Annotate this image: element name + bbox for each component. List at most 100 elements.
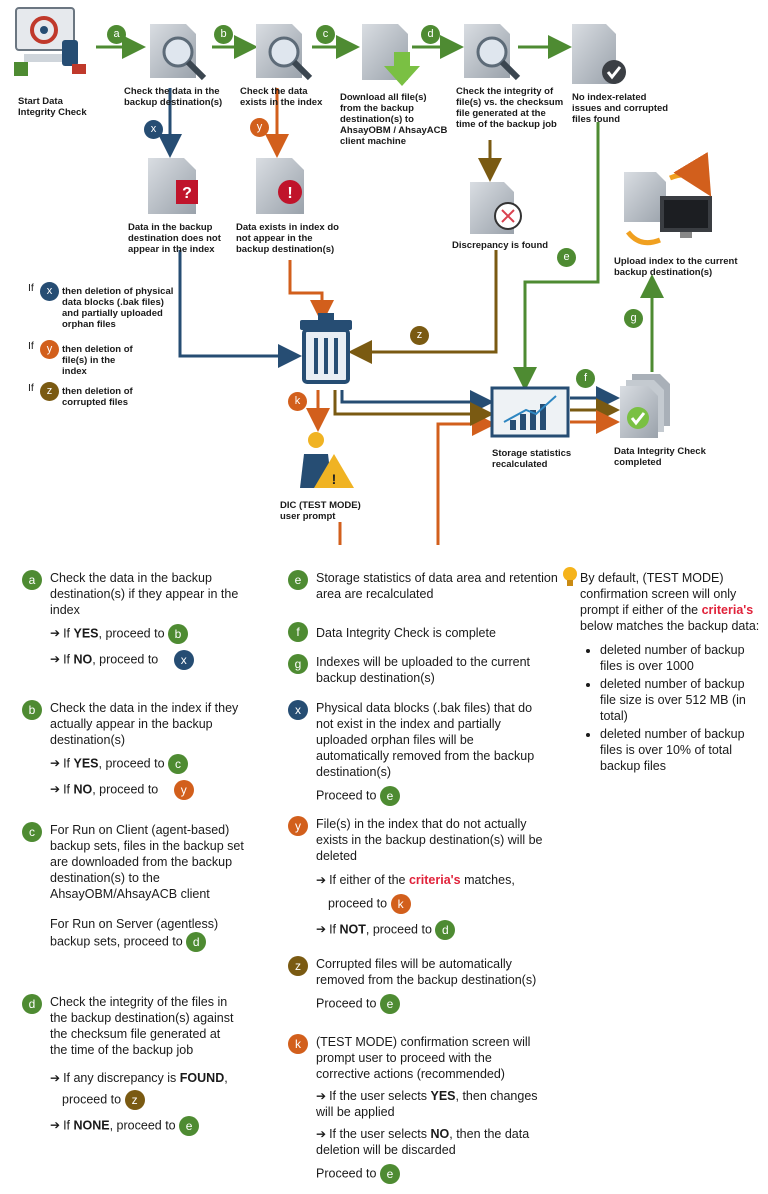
step-z: z Corrupted files will be automatically … [288, 956, 558, 1014]
step-y-proceed: proceed to k [328, 894, 548, 914]
label-checksum: Check the integrity of file(s) vs. the c… [456, 86, 564, 130]
badge-x: x [144, 120, 163, 139]
step-a-text: Check the data in the backup destination… [50, 571, 239, 617]
magnifier-doc-icon-1 [150, 24, 207, 81]
test-mode-note: By default, (TEST MODE) confirmation scr… [580, 570, 760, 776]
step-y-either: ➔If either of the criteria's matches, [316, 873, 515, 887]
step-k-text: (TEST MODE) confirmation screen will pro… [316, 1035, 531, 1081]
step-d: d Check the integrity of the files in th… [22, 994, 262, 1136]
step-k-no: ➔If the user selects NO, then the data d… [316, 1127, 530, 1157]
label-not-in-backup: Data exists in index do not appear in th… [236, 222, 339, 255]
step-x-badge: x [288, 700, 308, 720]
y-path [265, 88, 496, 545]
step-d-found-proceed: proceed to z [62, 1090, 262, 1110]
step-y-not: ➔If NOT, proceed to d [316, 920, 548, 940]
note-text: By default, (TEST MODE) confirmation scr… [580, 571, 760, 633]
step-f-badge: f [288, 622, 308, 642]
step-g-text: Indexes will be uploaded to the current … [316, 655, 531, 685]
badge-z: z [410, 326, 429, 345]
badge-g: g [624, 309, 643, 328]
step-d-found: ➔If any discrepancy is FOUND, [50, 1071, 228, 1085]
label-not-in-index: Data in the backup destination does not … [128, 222, 221, 255]
step-c-badge: c [22, 822, 42, 842]
step-b-no: ➔If NO, proceed to y [50, 780, 252, 800]
discrepancy-doc-icon [470, 182, 522, 234]
step-c: c For Run on Client (agent-based) backup… [22, 822, 252, 952]
step-y-badge: y [288, 816, 308, 836]
step-y: y File(s) in the index that do not actua… [288, 816, 548, 940]
label-check-index: Check the data exists in the index [240, 86, 323, 108]
step-d-badge: d [22, 994, 42, 1014]
step-x-text: Physical data blocks (.bak files) that d… [316, 701, 535, 779]
step-b-badge: b [22, 700, 42, 720]
label-check-backup: Check the data in the backup destination… [124, 86, 223, 108]
svg-text:!: ! [332, 471, 337, 487]
step-k: k (TEST MODE) confirmation screen will p… [288, 1034, 548, 1184]
label-upload-index: Upload index to the current backup desti… [614, 256, 738, 278]
criteria-item: deleted number of backup files is over 1… [600, 726, 760, 774]
side-legend-if-z: If [28, 382, 34, 394]
criteria-item: deleted number of backup files is over 1… [600, 642, 760, 674]
step-e-text: Storage statistics of data area and rete… [316, 571, 558, 601]
trash-bin-icon [300, 313, 352, 384]
step-e-badge: e [288, 570, 308, 590]
step-d-none: ➔If NONE, proceed to e [50, 1116, 262, 1136]
step-a-no: ➔If NO, proceed to x [50, 650, 252, 670]
statistics-chart-icon [490, 386, 570, 438]
side-legend-badge-x: x [40, 282, 59, 301]
step-f: f Data Integrity Check is complete [288, 622, 558, 642]
step-f-text: Data Integrity Check is complete [316, 626, 496, 640]
step-z-badge: z [288, 956, 308, 976]
label-storage-recalc: Storage statistics recalculated [492, 448, 572, 470]
label-completed: Data Integrity Check completed [614, 446, 706, 468]
step-b: b Check the data in the index if they ac… [22, 700, 252, 800]
completed-doc-icon [620, 374, 670, 438]
step-c-text2: For Run on Server (agentless) backup set… [50, 916, 252, 952]
magnifier-doc-icon-2 [256, 24, 313, 81]
upload-index-icon [624, 151, 712, 246]
badge-k: k [288, 392, 307, 411]
label-discrepancy: Discrepancy is found [452, 240, 549, 251]
badge-d: d [421, 25, 440, 44]
badge-y: y [250, 118, 269, 137]
efg-paths [513, 122, 664, 391]
step-k-yes: ➔If the user selects YES, then changes w… [316, 1089, 538, 1119]
badge-c: c [316, 25, 335, 44]
question-doc-icon: ? [148, 158, 198, 214]
user-warning-icon: ! [300, 432, 354, 488]
step-g: g Indexes will be uploaded to the curren… [288, 654, 558, 686]
check-doc-icon [572, 24, 626, 84]
magnifier-doc-icon-3 [464, 24, 521, 81]
x-path [158, 88, 494, 414]
step-x-proceed: Proceed to e [316, 786, 548, 806]
badge-a: a [107, 25, 126, 44]
badge-b: b [214, 25, 233, 44]
side-legend-badge-z: z [40, 382, 59, 401]
z-path [333, 140, 502, 426]
step-z-text: Corrupted files will be automatically re… [316, 957, 537, 987]
svg-text:?: ? [182, 185, 192, 202]
badge-e: e [557, 248, 576, 267]
side-legend-x-text: then deletion of physical data blocks (.… [62, 286, 174, 330]
criteria-item: deleted number of backup file size is ov… [600, 676, 760, 724]
step-k-badge: k [288, 1034, 308, 1054]
step-e: e Storage statistics of data area and re… [288, 570, 558, 602]
step-z-proceed: Proceed to e [316, 994, 558, 1014]
flow-diagram: ? ! ! [14, 7, 712, 545]
step-d-text: Check the integrity of the files in the … [50, 995, 234, 1057]
label-download: Download all file(s) from the backup des… [340, 92, 448, 147]
badge-f: f [576, 369, 595, 388]
step-b-text: Check the data in the index if they actu… [50, 701, 239, 747]
svg-text:!: ! [287, 185, 292, 202]
step-b-yes: ➔If YES, proceed to c [50, 754, 252, 774]
side-legend-z-text: then deletion of corrupted files [62, 386, 133, 408]
step-a-yes: ➔If YES, proceed to b [50, 624, 252, 644]
criteria-list: deleted number of backup files is over 1… [580, 642, 760, 774]
step-y-text: File(s) in the index that do not actuall… [316, 817, 543, 863]
step-a: a Check the data in the backup destinati… [22, 570, 252, 670]
side-legend-y-text: then deletion of file(s) in the index [62, 344, 133, 377]
side-legend-badge-y: y [40, 340, 59, 359]
start-computer-icon [14, 7, 86, 76]
download-doc-icon [362, 24, 420, 86]
step-c-text: For Run on Client (agent-based) backup s… [50, 823, 244, 901]
